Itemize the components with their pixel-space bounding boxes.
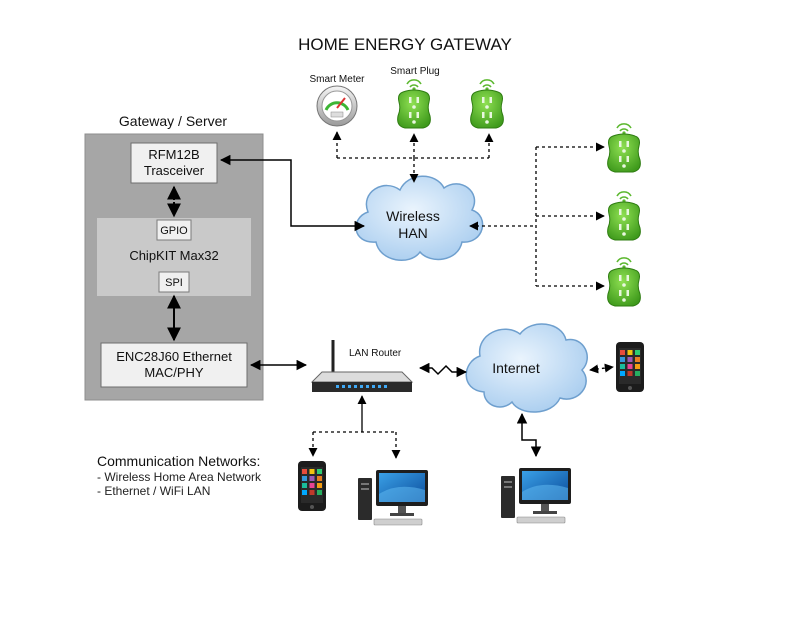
rfm12b-label: RFM12B [148, 147, 199, 162]
smart-plug-icon-right-1 [606, 123, 642, 173]
han-right-links [469, 142, 605, 291]
spi-box [158, 271, 190, 293]
smart-plug-icon-top-1 [396, 79, 432, 129]
smartphone-icon-lan [298, 461, 326, 511]
smart-meter-device: Smart Meter [309, 74, 365, 127]
internet-label: Internet [492, 360, 540, 376]
chipkit-label: ChipKIT Max32 [129, 248, 218, 263]
gpio-label: GPIO [160, 225, 188, 237]
internet-cloud: Internet [465, 323, 588, 413]
smart-plug-icon-right-3 [606, 257, 642, 307]
gpio-box [156, 219, 192, 241]
internet-desktop-link [516, 412, 542, 458]
smart-meter-label: Smart Meter [309, 74, 365, 85]
internet-phone-link [589, 363, 614, 374]
mac-phy-label: MAC/PHY [144, 365, 204, 380]
rfm12b-transceiver-box [130, 142, 218, 184]
gateway-label: Gateway / Server [119, 113, 227, 129]
lan-router-label: LAN Router [349, 348, 402, 359]
han-label-line1: Wireless [386, 208, 440, 224]
legend-heading: Communication Networks: [97, 453, 260, 469]
enc28j60-box [100, 342, 248, 388]
spi-label: SPI [165, 277, 183, 289]
transceiver-label: Trasceiver [144, 163, 205, 178]
han-label-line2: HAN [398, 225, 428, 241]
wireless-han-cloud: Wireless HAN [355, 175, 484, 261]
lan-router-device: LAN Router [310, 340, 414, 392]
desktop-computer-icon-internet [500, 467, 572, 524]
smart-plug-icon-top-2 [469, 79, 505, 129]
router-lan-links [308, 395, 401, 459]
diagram-title: HOME ENERGY GATEWAY [298, 35, 512, 54]
smart-plug-icon-right-2 [606, 191, 642, 241]
smartphone-icon-internet [616, 342, 644, 392]
legend-item-han: - Wireless Home Area Network [97, 470, 262, 484]
rfm-han-link [219, 154, 366, 232]
enc28j60-label: ENC28J60 Ethernet [116, 349, 232, 364]
legend-item-lan: - Ethernet / WiFi LAN [97, 484, 210, 498]
han-top-links [332, 131, 494, 183]
smart-plug-label: Smart Plug [390, 66, 439, 77]
router-internet-link [418, 362, 468, 378]
desktop-computer-icon-lan [357, 469, 429, 526]
